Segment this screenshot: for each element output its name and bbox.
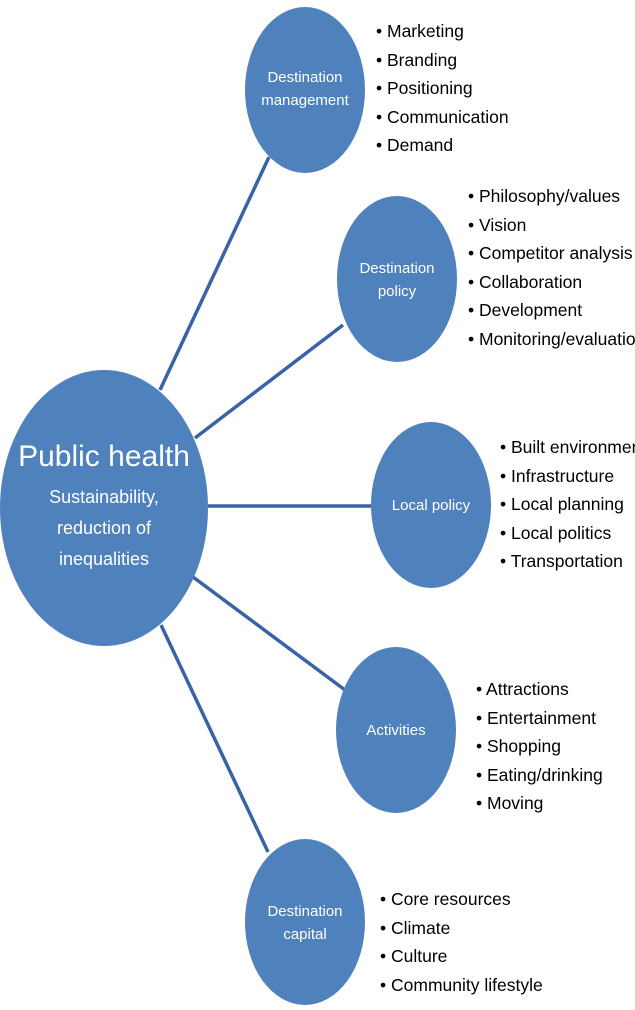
node-label-line: Destination xyxy=(267,69,342,86)
list-item: • Core resources xyxy=(380,889,511,909)
node-activities: Activities xyxy=(336,647,456,813)
node-label-line: capital xyxy=(283,926,326,943)
list-item: • Communication xyxy=(376,107,509,127)
list-item: • Local politics xyxy=(500,523,611,543)
list-item: • Demand xyxy=(376,135,453,155)
list-item: • Moving xyxy=(476,793,543,813)
connector-destination-policy xyxy=(193,323,345,440)
center-node-circle xyxy=(0,370,208,646)
node-label-line: Destination xyxy=(267,903,342,920)
list-item: • Development xyxy=(468,300,582,320)
center-subtitle-line: reduction of xyxy=(57,518,152,538)
center-title: Public health xyxy=(18,440,190,473)
list-item: • Attractions xyxy=(476,679,569,699)
list-item: • Monitoring/evaluation xyxy=(468,329,635,349)
list-item: • Transportation xyxy=(500,551,623,571)
list-item: • Positioning xyxy=(376,78,473,98)
center-subtitle-line: Sustainability, xyxy=(49,487,159,507)
node-circle xyxy=(371,422,491,588)
node-destination-capital: Destination capital xyxy=(245,839,365,1005)
list-item: • Competitor analysis xyxy=(468,243,633,263)
center-node-public-health: Public health Sustainability, reduction … xyxy=(0,370,208,646)
bullet-list-activities: • Attractions • Entertainment • Shopping… xyxy=(476,679,603,813)
node-label-line: Activities xyxy=(366,722,425,739)
node-label-line: Local policy xyxy=(392,497,471,514)
list-item: • Eating/drinking xyxy=(476,765,603,785)
list-item: • Infrastructure xyxy=(500,466,614,486)
node-circle xyxy=(245,7,365,173)
list-item: • Entertainment xyxy=(476,708,596,728)
bullet-list-local-policy: • Built environment • Infrastructure • L… xyxy=(500,437,635,571)
connector-destination-management xyxy=(158,156,271,391)
node-circle xyxy=(245,839,365,1005)
connector-destination-capital xyxy=(159,624,270,853)
list-item: • Local planning xyxy=(500,494,624,514)
bullet-list-destination-management: • Marketing • Branding • Positioning • C… xyxy=(376,21,509,155)
node-label-line: policy xyxy=(378,283,417,300)
node-destination-management: Destination management xyxy=(245,7,365,173)
list-item: • Marketing xyxy=(376,21,464,41)
list-item: • Branding xyxy=(376,50,457,70)
bullet-list-destination-policy: • Philosophy/values • Vision • Competito… xyxy=(468,186,635,349)
list-item: • Climate xyxy=(380,918,450,938)
list-item: • Community lifestyle xyxy=(380,975,543,995)
node-destination-policy: Destination policy xyxy=(337,196,457,362)
list-item: • Shopping xyxy=(476,736,561,756)
list-item: • Culture xyxy=(380,946,447,966)
node-local-policy: Local policy xyxy=(371,422,491,588)
node-label-line: management xyxy=(261,92,349,109)
list-item: • Vision xyxy=(468,215,526,235)
node-circle xyxy=(337,196,457,362)
node-circle xyxy=(336,647,456,813)
node-label-line: Destination xyxy=(359,260,434,277)
connector-activities xyxy=(191,575,347,692)
center-subtitle-line: inequalities xyxy=(59,549,149,569)
list-item: • Collaboration xyxy=(468,272,582,292)
list-item: • Built environment xyxy=(500,437,635,457)
list-item: • Philosophy/values xyxy=(468,186,620,206)
bullet-list-destination-capital: • Core resources • Climate • Culture • C… xyxy=(380,889,543,995)
